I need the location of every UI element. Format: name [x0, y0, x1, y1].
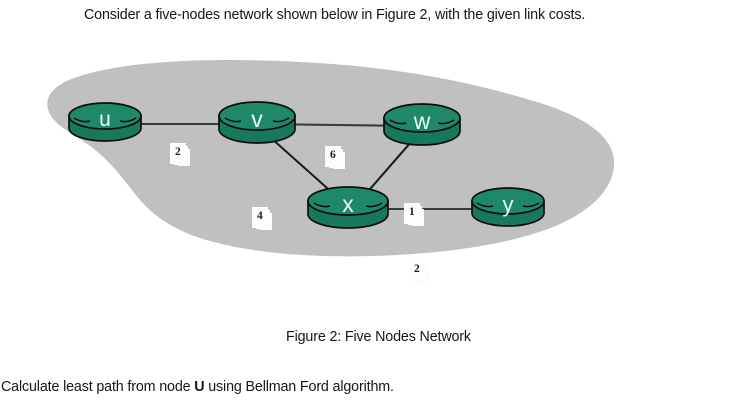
intro-text: Consider a five-nodes network shown belo… [84, 7, 586, 23]
task-text-node-u: U [194, 379, 205, 395]
edge-cost-u-v: 2 [170, 143, 186, 164]
node-y[interactable]: y [471, 187, 545, 227]
node-w-label: w [413, 108, 431, 134]
edge-cost-x-y: 2 [409, 260, 425, 281]
edge-cost-v-x: 4 [252, 207, 268, 228]
task-text-suffix: using Bellman Ford algorithm. [204, 379, 394, 395]
node-y-label: y [503, 192, 514, 217]
node-u-label: u [99, 108, 111, 131]
figure-caption: Figure 2: Five Nodes Network [286, 329, 471, 345]
node-x[interactable]: x [307, 186, 389, 229]
network-diagram: u v w x [0, 48, 736, 300]
node-v[interactable]: v [218, 101, 296, 144]
network-diagram-svg: u v w x [47, 59, 615, 257]
edge-cost-w-x: 1 [404, 203, 420, 224]
node-v-label: v [251, 106, 263, 132]
node-w[interactable]: w [383, 103, 461, 146]
task-text: Calculate least path from node U using B… [1, 379, 394, 397]
node-x-label: x [342, 191, 354, 217]
node-u[interactable]: u [68, 102, 142, 142]
edge-cost-v-w: 6 [325, 146, 341, 167]
task-text-prefix: Calculate least path from node [1, 379, 195, 395]
